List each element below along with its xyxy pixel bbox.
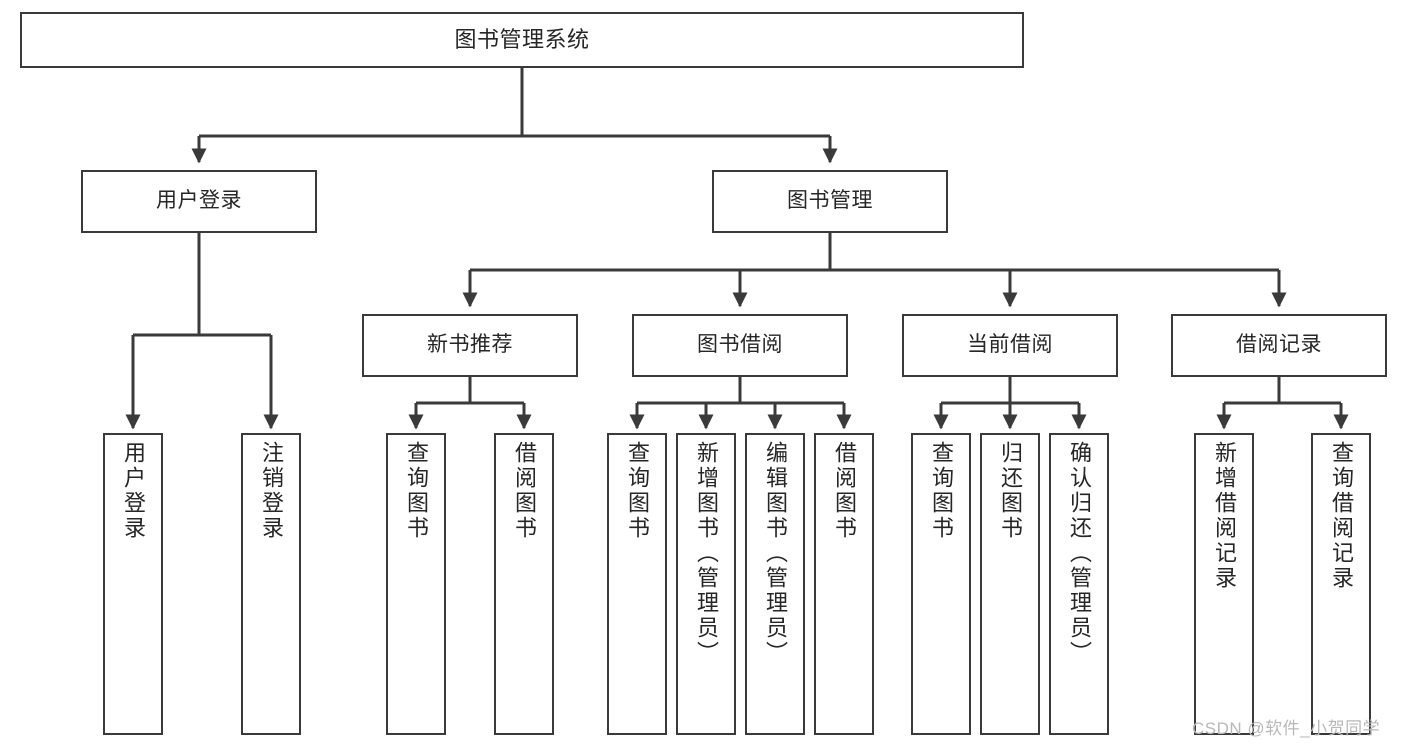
node-label: 图书借阅: [697, 333, 783, 357]
node-label: 确认归还（管理员）: [1067, 441, 1092, 666]
leaf-current-borrow-return-book[interactable]: 归还图书: [980, 433, 1040, 735]
node-label: 用户登录: [156, 189, 242, 213]
node-label: 查询图书: [929, 441, 954, 541]
node-label: 新增借阅记录: [1212, 441, 1237, 591]
leaf-book-borrow-add-book-admin[interactable]: 新增图书（管理员）: [676, 433, 736, 735]
node-label: 图书管理: [787, 189, 873, 213]
watermark-text: CSDN @软件_小贺同学: [1192, 719, 1381, 738]
node-label: 用户登录: [121, 441, 146, 541]
leaf-user-login-logout[interactable]: 注销登录: [241, 433, 301, 735]
leaf-current-borrow-query-book[interactable]: 查询图书: [911, 433, 971, 735]
node-label: 查询借阅记录: [1329, 441, 1354, 591]
node-label: 查询图书: [625, 441, 650, 541]
node-label: 借阅图书: [512, 441, 537, 541]
node-label: 当前借阅: [967, 333, 1053, 357]
node-book-management[interactable]: 图书管理: [712, 170, 948, 233]
node-label: 借阅图书: [832, 441, 857, 541]
leaf-book-borrow-query-book[interactable]: 查询图书: [607, 433, 667, 735]
leaf-book-borrow-edit-book-admin[interactable]: 编辑图书（管理员）: [745, 433, 805, 735]
node-label: 注销登录: [259, 441, 284, 541]
node-current-borrow[interactable]: 当前借阅: [902, 314, 1118, 377]
leaf-borrow-record-query-record[interactable]: 查询借阅记录: [1311, 433, 1371, 735]
node-label: 新增图书（管理员）: [694, 441, 719, 666]
leaf-user-login-login[interactable]: 用户登录: [103, 433, 163, 735]
node-book-borrow[interactable]: 图书借阅: [632, 314, 848, 377]
node-label: 图书管理系统: [454, 27, 590, 53]
leaf-current-borrow-confirm-return-admin[interactable]: 确认归还（管理员）: [1049, 433, 1109, 735]
node-label: 归还图书: [998, 441, 1023, 541]
node-label: 查询图书: [404, 441, 429, 541]
node-new-book-recommend[interactable]: 新书推荐: [362, 314, 578, 377]
leaf-borrow-record-add-record[interactable]: 新增借阅记录: [1194, 433, 1254, 735]
node-label: 借阅记录: [1236, 333, 1322, 357]
node-label: 编辑图书（管理员）: [763, 441, 788, 666]
node-user-login[interactable]: 用户登录: [81, 170, 317, 233]
leaf-new-book-query-book[interactable]: 查询图书: [386, 433, 446, 735]
node-label: 新书推荐: [427, 333, 513, 357]
leaf-new-book-borrow-book[interactable]: 借阅图书: [494, 433, 554, 735]
node-root-system[interactable]: 图书管理系统: [20, 12, 1024, 68]
leaf-book-borrow-borrow-book[interactable]: 借阅图书: [814, 433, 874, 735]
node-borrow-record[interactable]: 借阅记录: [1171, 314, 1387, 377]
